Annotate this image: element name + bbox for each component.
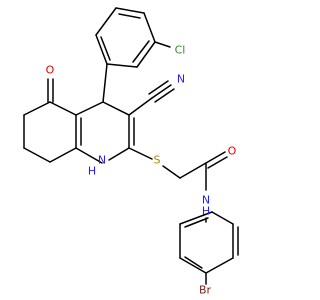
bond [49, 147, 77, 163]
bond [102, 101, 130, 116]
bond [75, 101, 104, 116]
ketone-oxygen-label: O [46, 64, 55, 77]
nitrile-nitrogen-label: N [177, 73, 185, 86]
structure-canvas: Cl N O S N H O N H Br [23, 7, 239, 297]
bond [106, 63, 138, 68]
bond [75, 147, 103, 164]
amide-nitrogen-hydrogen-label: H [202, 205, 210, 218]
molecule-structure: Cl N O S N H O N H Br [23, 7, 239, 297]
bond [132, 40, 150, 63]
bond [23, 101, 51, 116]
ring-nitrogen-label: N [98, 154, 106, 167]
bond [162, 165, 181, 179]
bond [154, 88, 175, 103]
bromine-atom-label: Br [199, 284, 212, 297]
bond [154, 41, 171, 48]
bond [179, 162, 207, 179]
bond [148, 80, 169, 95]
bond [207, 156, 228, 169]
bond [100, 36, 111, 61]
bond [205, 151, 226, 164]
bond [179, 211, 213, 225]
bond [49, 101, 77, 116]
bond [179, 257, 207, 274]
bond [205, 257, 234, 274]
bond [136, 41, 156, 68]
bond [128, 147, 153, 160]
sulfur-atom-label: S [154, 154, 161, 167]
bond [118, 13, 141, 19]
bond [95, 34, 108, 65]
bond [184, 256, 203, 269]
bond [211, 211, 234, 225]
bond [95, 7, 117, 36]
amide-oxygen-label: O [228, 145, 237, 158]
chlorine-atom-label: Cl [175, 44, 186, 57]
bonds [23, 7, 239, 285]
bond [23, 147, 51, 163]
bond [102, 63, 108, 103]
bond [151, 84, 172, 99]
amide-nitrogen-label: N [202, 194, 210, 207]
atom-labels: Cl N O S N H O N H Br [46, 44, 237, 297]
ring-nitrogen-hydrogen-label: H [88, 165, 96, 178]
bond [184, 217, 209, 228]
bond [115, 7, 145, 14]
bond [108, 147, 130, 161]
bond [128, 97, 153, 116]
bond [143, 12, 156, 43]
